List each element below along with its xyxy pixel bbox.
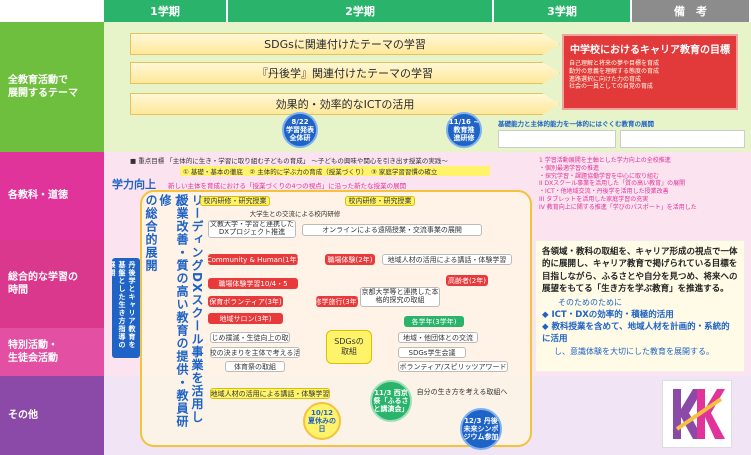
box-anti-bullying: いじめ撲滅・生徒向上の取組	[210, 332, 290, 343]
box-online: オンラインによる遠隔授業・交流事業の展開	[302, 224, 482, 236]
box-life-plan: 自分の生き方を考える取組へ	[416, 387, 508, 396]
box-grade-study: 各学年(3学年)	[404, 316, 464, 327]
box-university: 大学生との交流による校内研修	[249, 210, 341, 218]
box-kyoto-univ: 京都大学等と連携した本格的探究の取組	[360, 287, 440, 307]
box-dx-project: 文教大学・学習と連携したDXプロジェクト推進	[208, 220, 296, 238]
focus-line2: 新しい主体を育成における「授業づくりの4つの視点」に沿った新たな授業の展開	[168, 182, 407, 190]
note-box-right	[620, 130, 745, 148]
career-item: 自己理解と将来の夢や目標を育成	[569, 60, 660, 67]
career-goal-box: 中学校におけるキャリア教育の目標 自己理解と将来の夢や目標を育成 勤労の意義を理…	[562, 34, 738, 110]
box-community: Community & Human(1年)	[208, 254, 298, 265]
plan-item: ・ICT・他地域交流・丹後学を活用した授業改善	[539, 188, 669, 196]
summary-d3: し、意識体験を大切にした教育を展開する。	[554, 346, 714, 356]
row-label-special: 特別活動・ 生徒会活動	[0, 328, 104, 376]
box-sdgs-council: SDGs学生会議	[398, 347, 466, 358]
plan-item: 1 学習活動展開を主軸とした学力向上の全校推進	[539, 157, 671, 164]
career-goal-title: 中学校におけるキャリア教育の目標	[570, 45, 730, 56]
box-elderly: 高齢者(2年)	[446, 275, 488, 286]
box-local-talent: 地域人材の活用による講話・体験学習	[382, 254, 512, 265]
event-circle-1203: 12/3 丹後 未来シンポ ジウム参加	[460, 408, 502, 450]
box-childcare: 保育ボランティア(3年)	[208, 296, 283, 307]
box-school-trip: 修学旅行(3年)	[316, 296, 358, 307]
row-label-subjects: 各教科・道徳	[0, 152, 104, 240]
theme-arrow-ict: 効果的・効率的なICTの活用	[130, 93, 560, 115]
plan-item: II DXスクール事業を活用した「質の高い教育」の展開	[539, 180, 686, 188]
gakuryoku-label: 学力向上	[112, 178, 156, 191]
box-training: 校内研修・研究授業	[200, 196, 270, 206]
focus-heading: ■ 重点目標 「主体的に生き・学習に取り組む子どもの育成」 ～子どもの興味や関心…	[130, 157, 448, 165]
career-item: 勤労の意義を理解する態度の育成	[569, 67, 660, 75]
integration-note: 基礎能力と主体的能力を一体的にはぐくむ教育の展開	[498, 120, 654, 128]
box-local-talent-other: 地域人材の活用による講話・体験学習	[210, 388, 330, 399]
right-plan-box: 1 学習活動展開を主軸とした学力向上の全校推進 ・個別最適学習の推進 ・探究学習…	[535, 155, 745, 239]
summary-diamond-2: ◆ 教科授業を含めて、地域人材を計画的・系統的に活用	[542, 322, 730, 345]
event-circle-1103: 11/3 西京 祭「ふるさ と講演会」	[370, 380, 412, 422]
vertical-improvement: 授業改善・質の高い教育の提供・教員研修	[158, 194, 189, 428]
theme-arrow-sdgs: SDGsに関連付けたテーマの学習	[130, 33, 560, 55]
box-sdgs: SDGsの 取組	[326, 330, 372, 364]
header-blank	[0, 0, 104, 22]
box-workexp-date: 職場体験学習10/4・5	[208, 278, 298, 289]
vertical-career-box: 丹後学とキャリア教育を基盤とした生き方指導の展開	[112, 258, 140, 358]
box-exchange: 地域・他団体との交流	[398, 332, 478, 343]
box-volunteer: ボランティア/スピリッツアワード	[398, 361, 508, 372]
school-logo	[662, 380, 732, 448]
summary-diamond-1: ◆ ICT・DXの効率的・積極的活用	[542, 309, 674, 320]
event-circle-0822: 8/22 学習発表 全体研	[282, 112, 318, 148]
focus-line1: ① 基礎・基本の徹底 ② 主体的に学ぶ力の育成（授業づくり） ③ 家庭学習習慣の…	[180, 166, 490, 176]
header-notes: 備 考	[632, 0, 751, 22]
plan-item: IV 教育向上に関する推進「学びのパスポート」を活用した	[539, 203, 697, 211]
summary-d2: 教科授業を含めて、地域人材を計画的・系統的に活用	[542, 322, 730, 345]
header-term1: 1学期	[104, 0, 228, 22]
logo-graphic	[673, 389, 725, 439]
header-term2: 2学期	[228, 0, 494, 22]
row-label-other: その他	[0, 376, 104, 455]
career-item: 進路選択に向けた力の育成	[569, 75, 642, 83]
summary-d1: ICT・DXの効率的・積極的活用	[551, 309, 674, 320]
summary-text: 各領域・教科の取組を、キャリア形成の視点で一体的に展開し、キャリア教育で掲げられ…	[542, 247, 738, 294]
box-school-rules: 学校の決まりを主体で考える活動	[210, 347, 300, 358]
plan-item: ・個別最適学習の推進	[539, 164, 600, 172]
vertical-dx: リーディングDXスクール事業を活用した	[173, 194, 204, 424]
box-local-salon: 地域サロン(3年)	[208, 313, 283, 324]
row-label-integrated: 総合的な学習の 時間	[0, 240, 104, 328]
header-term3: 3学期	[494, 0, 632, 22]
vertical-integrated: の総合的展開	[144, 194, 158, 272]
summary-sub: そのためのために	[558, 298, 622, 308]
event-circle-1116: 11/16 ~ 教育推 進研修	[446, 112, 482, 148]
row-label-themes: 全教育活動で 展開するテーマ	[0, 22, 104, 152]
box-training-2: 校内研修・研究授業	[345, 196, 415, 206]
career-item: 社会の一員としての自覚の育成	[569, 83, 653, 91]
box-sports-day: 体育祭の取組	[225, 361, 285, 372]
plan-item: III タブレットを活用した家庭学習の充実	[539, 195, 649, 203]
plan-item: ・探究学習・課題協働学習を中心に取り組む	[539, 172, 660, 180]
box-workexp: 職場体験(2年)	[325, 254, 375, 265]
theme-arrow-tango: 『丹後学』関連付けたテーマの学習	[130, 62, 560, 84]
summary-box: 各領域・教科の取組を、キャリア形成の視点で一体的に展開し、キャリア教育で掲げられ…	[535, 240, 745, 372]
note-box-left	[498, 130, 616, 148]
event-circle-1012: 10/12 夏休みの 日	[303, 402, 341, 440]
